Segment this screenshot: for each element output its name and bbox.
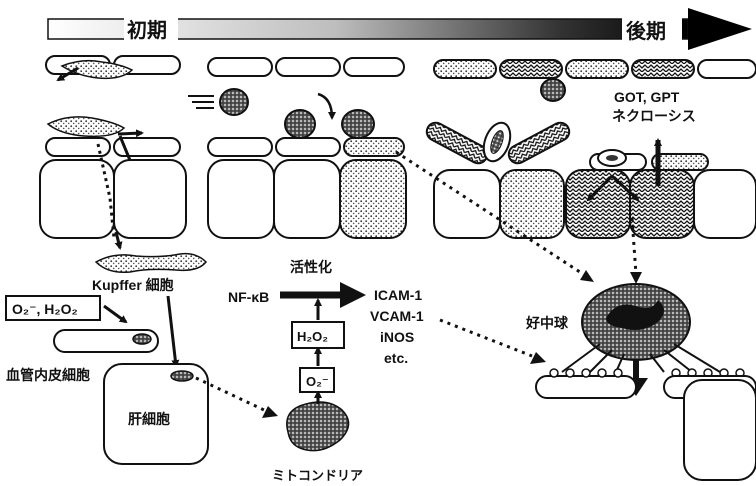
hepatocyte — [434, 170, 500, 238]
late-phase-label: 後期 — [626, 19, 666, 43]
endothelial-cell — [208, 138, 272, 156]
hepatocyte — [694, 170, 756, 238]
mitochondria-label: ミトコンドリア — [272, 468, 363, 483]
superoxide-label: O₂⁻ — [306, 374, 329, 389]
got-gpt-label: GOT, GPT — [614, 89, 680, 105]
panel-late-injury — [424, 60, 756, 238]
endothelial-cell — [434, 60, 496, 78]
endothelial-cell-label: 血管内皮細胞 — [6, 367, 90, 383]
hepatocyte — [566, 170, 630, 238]
endothelial-cell — [500, 60, 562, 78]
endothelial-cell — [276, 58, 340, 76]
hepatocyte — [208, 160, 274, 238]
nfkb-label: NF-κB — [228, 289, 269, 305]
mediator-etc: etc. — [384, 350, 408, 366]
hepatocyte — [274, 160, 340, 238]
endothelial-cell — [632, 60, 694, 78]
neutrophil — [342, 110, 374, 138]
detached-endothelial-cell — [424, 120, 491, 167]
endothelial-cell — [276, 138, 340, 156]
endothelial-cell — [698, 60, 756, 78]
mediator-inos: iNOS — [380, 329, 414, 345]
hepatocyte-label: 肝細胞 — [128, 411, 170, 427]
kupffer-cell — [48, 117, 124, 136]
necrosis-label: ネクローシス — [612, 108, 696, 124]
endothelial-nucleus — [133, 334, 151, 344]
panel-early-kupffer — [40, 56, 186, 248]
mediator-icam1: ICAM-1 — [374, 287, 422, 303]
kupffer-cell-label: Kupffer 細胞 — [92, 277, 174, 293]
h2o2-label: H₂O₂ — [297, 329, 328, 344]
dotted-arrow-to-neutrophil — [440, 320, 532, 356]
endothelial-cell — [344, 138, 404, 156]
rolling-neutrophil — [188, 89, 248, 115]
hepatocyte — [340, 160, 406, 238]
hepatocyte — [630, 170, 694, 238]
endothelial-cell — [566, 60, 628, 78]
hepatocyte — [684, 380, 756, 480]
neutrophil — [285, 110, 315, 138]
endothelial-cell — [536, 376, 636, 398]
panel-early-adhesion — [188, 58, 406, 238]
detached-endothelial-cell — [506, 120, 573, 167]
mediator-vcam1: VCAM-1 — [370, 308, 424, 324]
neutrophil — [541, 79, 565, 101]
endothelial-cell — [344, 58, 404, 76]
mitochondria — [287, 402, 349, 451]
ros-box-label: O₂⁻, H₂O₂ — [12, 301, 78, 317]
activation-label: 活性化 — [290, 259, 332, 275]
hepatocyte — [114, 160, 186, 238]
endothelial-nucleus — [171, 371, 193, 381]
early-phase-label: 初期 — [127, 18, 167, 42]
neutrophil-label: 好中球 — [525, 315, 569, 331]
kupffer-cell — [96, 254, 206, 273]
endothelial-cell — [208, 58, 272, 76]
